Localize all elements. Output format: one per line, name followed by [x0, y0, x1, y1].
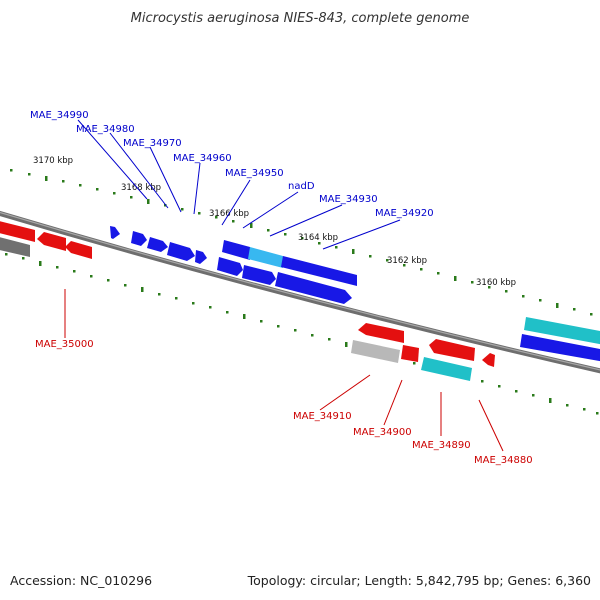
- gene-arrow-nadD[interactable]: [248, 247, 283, 268]
- gene-label-MAE_34970[interactable]: MAE_34970: [123, 138, 182, 149]
- gene-arrow[interactable]: [482, 353, 495, 367]
- scale-label-3162: 3162 kbp: [387, 256, 427, 266]
- gene-arrow[interactable]: [520, 334, 600, 362]
- gene-label-MAE_34890[interactable]: MAE_34890: [412, 440, 471, 451]
- reverse-strand-genes: [0, 220, 495, 381]
- gene-label-MAE_34900[interactable]: MAE_34900: [353, 427, 412, 438]
- gene-arrow[interactable]: [147, 237, 168, 252]
- scale-label-3160: 3160 kbp: [476, 278, 516, 288]
- gene-label-MAE_34920[interactable]: MAE_34920: [375, 208, 434, 219]
- genome-summary-text: Topology: circular; Length: 5,842,795 bp…: [247, 573, 591, 588]
- gene-label-nadD[interactable]: nadD: [288, 181, 315, 192]
- genome-backbone: [0, 210, 600, 374]
- gene-label-MAE_35000[interactable]: MAE_35000: [35, 339, 94, 350]
- gene-arrow[interactable]: [421, 357, 472, 381]
- gene-label-MAE_34910[interactable]: MAE_34910: [293, 411, 352, 422]
- gene-arrow[interactable]: [524, 317, 600, 345]
- scale-label-3170: 3170 kbp: [33, 156, 73, 166]
- gene-arrow[interactable]: [429, 339, 475, 361]
- scale-label-3168: 3168 kbp: [121, 183, 161, 193]
- gene-label-MAE_34960[interactable]: MAE_34960: [173, 153, 232, 164]
- gene-arrow[interactable]: [37, 232, 66, 251]
- gene-arrow[interactable]: [358, 323, 404, 343]
- gene-arrow[interactable]: [0, 220, 35, 242]
- gene-arrow[interactable]: [217, 257, 243, 276]
- gene-arrow[interactable]: [131, 231, 147, 246]
- gene-arrow[interactable]: [275, 272, 352, 304]
- gene-arrow[interactable]: [110, 226, 120, 239]
- gene-label-MAE_34980[interactable]: MAE_34980: [76, 124, 135, 135]
- gene-arrow[interactable]: [351, 340, 400, 363]
- genome-backbone-highlight: [0, 211, 600, 371]
- outer-tick-ring: [10, 169, 593, 316]
- gene-label-MAE_34990[interactable]: MAE_34990: [30, 110, 89, 121]
- gene-arrow[interactable]: [281, 256, 357, 286]
- forward-strand-genes: [110, 226, 600, 362]
- gene-arrow[interactable]: [401, 345, 419, 362]
- gene-arrow[interactable]: [65, 241, 92, 259]
- gene-arrow[interactable]: [167, 242, 195, 261]
- genome-title: Microcystis aeruginosa NIES-843, complet…: [131, 11, 470, 26]
- accession-text: Accession: NC_010296: [10, 573, 152, 588]
- forward-leader-lines: [77, 119, 401, 250]
- reverse-leader-lines: [64, 289, 504, 452]
- gene-arrow[interactable]: [222, 240, 250, 260]
- gene-label-MAE_34930[interactable]: MAE_34930: [319, 194, 378, 205]
- gene-label-MAE_34950[interactable]: MAE_34950: [225, 168, 284, 179]
- gene-arrow[interactable]: [242, 265, 276, 285]
- inner-tick-ring: [5, 253, 599, 415]
- gene-label-MAE_34880[interactable]: MAE_34880: [474, 455, 533, 466]
- scale-label-3164: 3164 kbp: [298, 233, 338, 243]
- gene-arrow[interactable]: [195, 250, 207, 264]
- gene-arrow[interactable]: [0, 236, 30, 257]
